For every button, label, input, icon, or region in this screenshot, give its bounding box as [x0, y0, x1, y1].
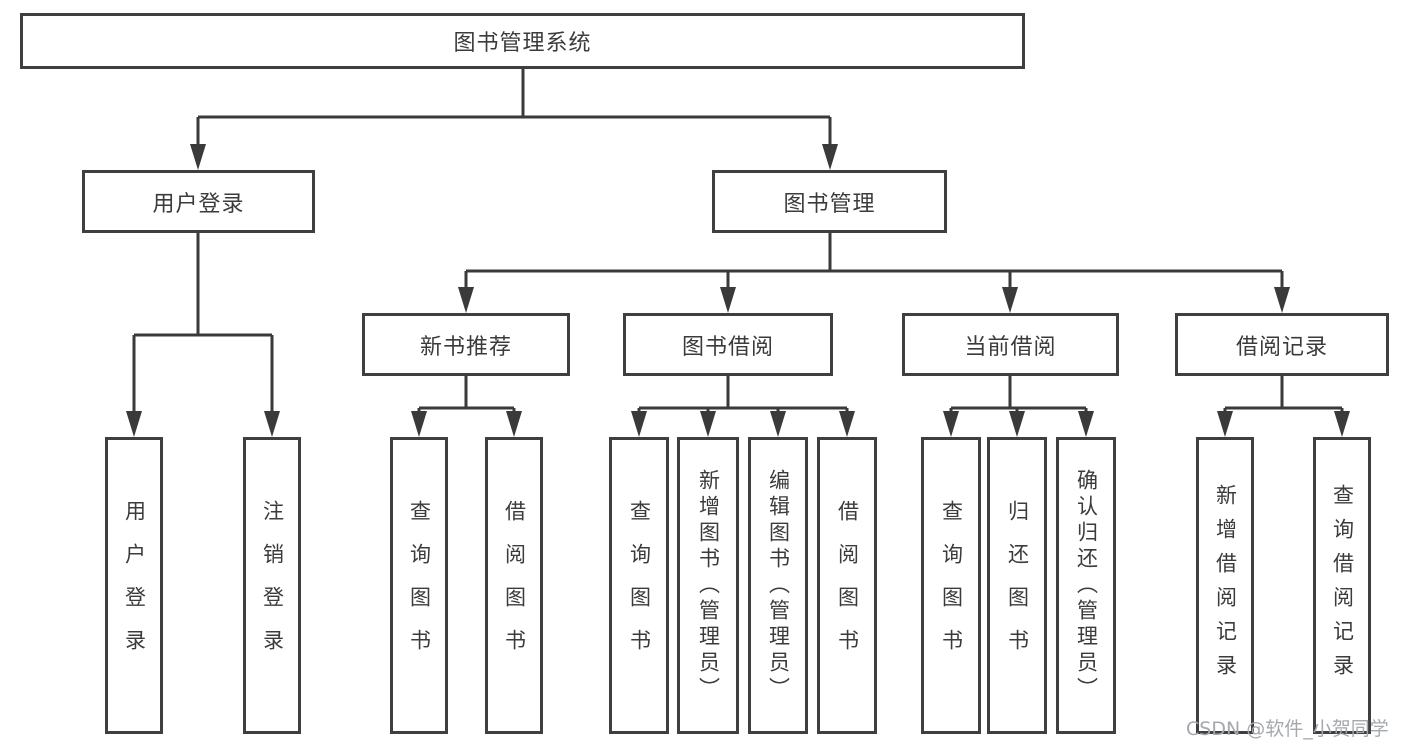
- leaf-add-borrow-record: 新增借阅记录: [1196, 437, 1254, 734]
- node-book-management: 图书管理: [712, 170, 947, 233]
- leaf-label: 确认归还（管理员）: [1074, 468, 1099, 703]
- leaf-edit-book-admin: 编辑图书（管理员）: [748, 437, 808, 734]
- leaf-query-borrow-record: 查询借阅记录: [1313, 437, 1371, 734]
- leaf-borrow-book: 借阅图书: [817, 437, 877, 734]
- node-label: 用户登录: [152, 191, 245, 217]
- csdn-watermark: CSDN @软件_小贺同学: [1186, 718, 1389, 740]
- leaf-label: 新增借阅记录: [1213, 483, 1238, 688]
- leaf-add-book-admin: 新增图书（管理员）: [677, 437, 739, 734]
- node-label: 当前借阅: [964, 334, 1057, 360]
- leaf-label: 归还图书: [1005, 499, 1030, 672]
- leaf-user-login: 用户登录: [105, 437, 163, 734]
- leaf-query-books-recommend: 查询图书: [390, 437, 448, 734]
- node-label: 图书管理: [783, 191, 876, 217]
- leaf-query-books-borrowing: 查询图书: [609, 437, 669, 734]
- leaf-label: 查询图书: [407, 499, 432, 672]
- leaf-label: 查询借阅记录: [1330, 483, 1355, 688]
- node-root-label: 图书管理系统: [453, 31, 592, 56]
- leaf-query-books-current: 查询图书: [921, 437, 981, 734]
- node-current-borrowing: 当前借阅: [902, 313, 1119, 376]
- leaf-confirm-return-admin: 确认归还（管理员）: [1056, 437, 1116, 734]
- leaf-label: 查询图书: [939, 499, 964, 672]
- leaf-logout: 注销登录: [243, 437, 301, 734]
- leaf-label: 新增图书（管理员）: [696, 468, 721, 703]
- node-book-borrowing: 图书借阅: [623, 313, 833, 376]
- node-root-system: 图书管理系统: [20, 13, 1025, 69]
- leaf-label: 注销登录: [260, 499, 285, 672]
- leaf-label: 用户登录: [122, 499, 147, 672]
- leaf-label: 查询图书: [627, 499, 652, 672]
- node-label: 借阅记录: [1235, 334, 1328, 360]
- connector-lines: [132, 69, 1344, 414]
- node-label: 图书借阅: [681, 334, 774, 360]
- leaf-label: 编辑图书（管理员）: [766, 468, 791, 703]
- leaf-label: 借阅图书: [502, 499, 527, 672]
- leaf-borrow-books-recommend: 借阅图书: [485, 437, 543, 734]
- leaf-return-book: 归还图书: [987, 437, 1047, 734]
- node-new-book-recommend: 新书推荐: [362, 313, 570, 376]
- node-user-login-group: 用户登录: [82, 170, 315, 233]
- leaf-label: 借阅图书: [835, 499, 860, 672]
- node-borrow-records: 借阅记录: [1175, 313, 1389, 376]
- node-label: 新书推荐: [419, 334, 512, 360]
